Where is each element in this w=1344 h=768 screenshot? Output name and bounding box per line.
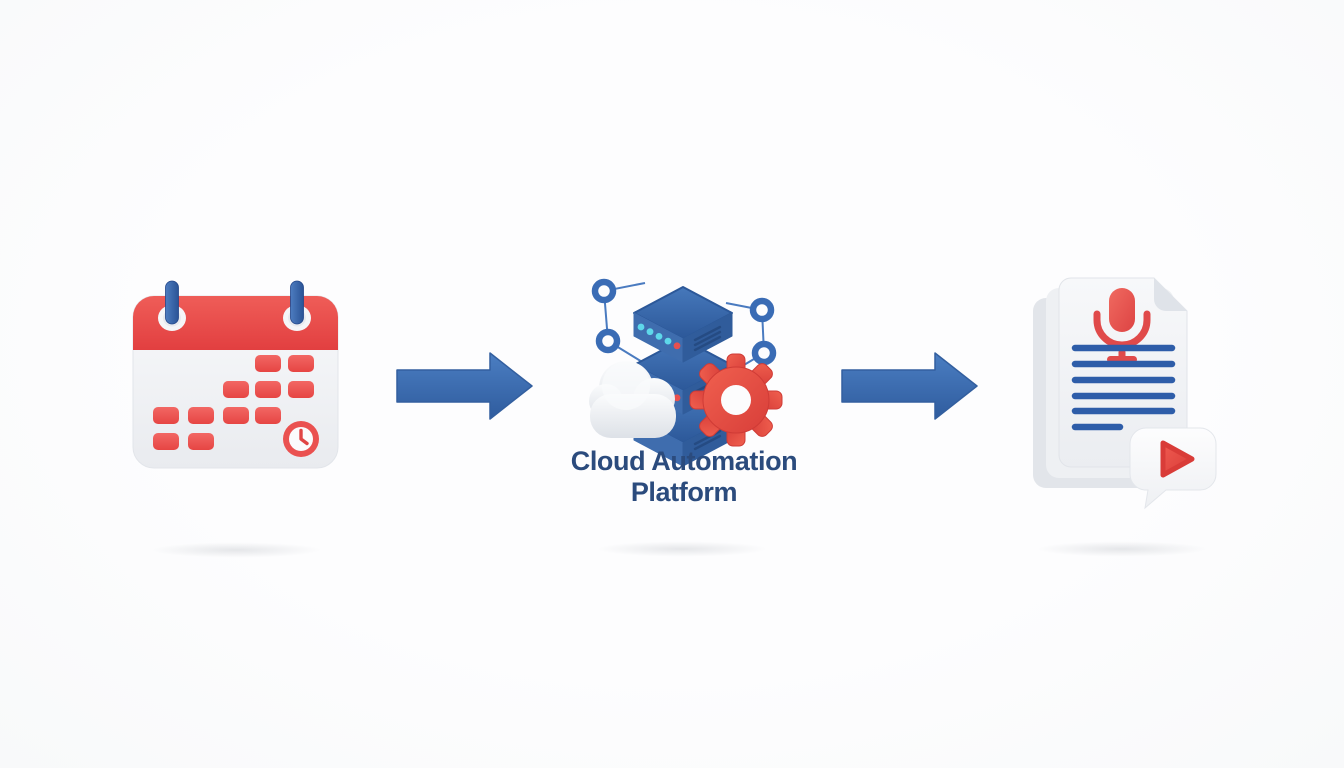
calendar-date-blocks	[153, 355, 314, 450]
platform-ground-shadow	[582, 540, 782, 558]
document-text-lines	[1071, 344, 1176, 431]
led-dots	[637, 323, 681, 350]
calendar-peg	[290, 280, 304, 325]
calendar-peg	[165, 280, 179, 325]
platform-label: Cloud Automation Platform	[570, 446, 798, 507]
document-ground-shadow	[1022, 540, 1222, 558]
arrow-right-icon	[395, 350, 535, 422]
cloud-server-gear-icon	[588, 268, 788, 467]
calendar-clock-icon	[132, 279, 339, 471]
network-links	[602, 282, 766, 372]
calendar-ground-shadow	[136, 541, 336, 559]
clock-icon	[283, 421, 319, 457]
voice-document-play-icon	[1025, 268, 1221, 513]
cloud-icon	[589, 361, 676, 438]
arrow-right-icon	[840, 350, 980, 422]
page-fold-corner	[1154, 278, 1187, 311]
play-icon	[1160, 440, 1195, 478]
gear-icon	[689, 353, 783, 447]
network-node-icon	[591, 278, 777, 366]
play-bubble-icon	[1129, 427, 1217, 510]
